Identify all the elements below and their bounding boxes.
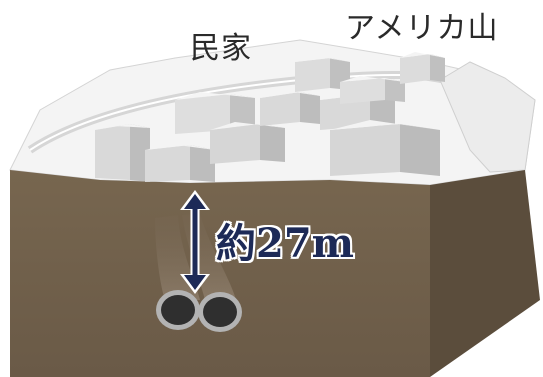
soil-side-face (430, 170, 540, 377)
depth-label: 約27m (216, 220, 354, 267)
building-group (95, 52, 445, 182)
building (330, 120, 440, 176)
building (260, 90, 320, 126)
building (400, 52, 445, 84)
building (95, 124, 150, 182)
tunnel-right (198, 292, 242, 332)
depth-arrow (180, 190, 210, 294)
building (320, 92, 395, 130)
building (340, 76, 405, 104)
building (145, 144, 215, 182)
houses-label: 民家 (190, 31, 252, 66)
mountain-label: アメリカ山 (345, 11, 499, 46)
building (210, 122, 285, 164)
tunnel-left (156, 290, 200, 330)
mountain-slope (439, 61, 536, 173)
